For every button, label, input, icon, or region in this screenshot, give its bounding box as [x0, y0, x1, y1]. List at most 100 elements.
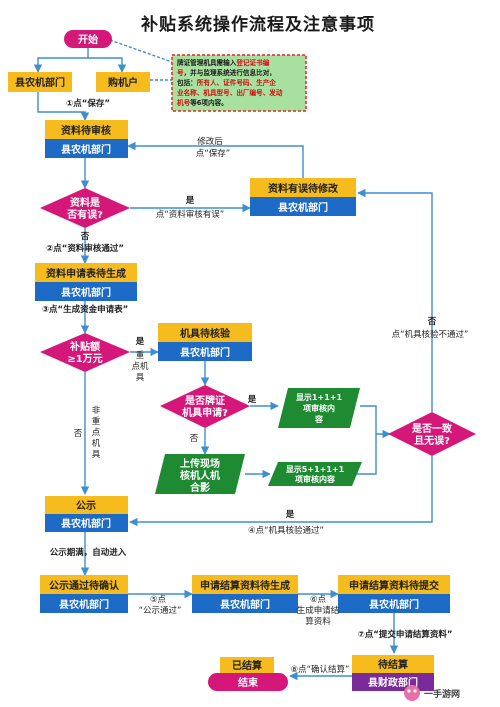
upload-photo-box: 上传现场 核机人机 合影	[155, 454, 245, 494]
step7-label: ⑦点“提交申请结算资料”	[358, 629, 453, 640]
non-key-3: 点	[92, 428, 101, 438]
upload-line1: 上传现场	[180, 457, 220, 470]
pending-review-title: 资料待审核	[61, 124, 111, 137]
non-key-4: 机	[92, 438, 101, 449]
note-line1: 牌证管理机具需输入	[177, 58, 237, 67]
check-fail-label: 点“机具核验不通过”	[392, 329, 469, 340]
watermark: 一手游网	[404, 685, 460, 701]
apply-form-title: 资料申请表待生成	[46, 267, 126, 280]
confirm-box: 公示通过待确认 县农机部门	[40, 575, 128, 613]
non-key-2: 重	[92, 416, 101, 427]
confirm-dept: 县农机部门	[59, 598, 109, 611]
settle-generate-box: 申请结算资料待生成 县农机部门	[192, 575, 298, 613]
note-line5: 等6项内容。	[189, 98, 228, 107]
plate-no-label: 否	[190, 434, 199, 444]
step5-b: “公示通过”	[139, 605, 182, 616]
note-box: 牌证管理机具需输入登记证书编 号，并与监理系统进行信息比对， 包括：所有人、证件…	[171, 54, 307, 112]
pending-review-box: 资料待审核 县农机部门	[45, 120, 128, 158]
review-error-label: 点“资料审核有误”	[156, 209, 224, 220]
svg-text:包括：所有人、证件号码、生产企: 包括：所有人、证件号码、生产企	[176, 78, 276, 87]
settle-submit-title: 申请结算资料待提交	[349, 579, 439, 592]
step2-label: ②点“资料审核通过”	[46, 243, 124, 254]
key-machine-2: 点机	[131, 361, 149, 372]
consistent-q-line1: 是否一致	[411, 422, 453, 435]
step6-c: 算资料	[305, 616, 331, 627]
note-line1-red: 登记证书编	[235, 58, 269, 67]
error-modify-box: 资料有误待修改 县农机部门	[250, 178, 356, 216]
error-yes-label: 是	[185, 195, 195, 206]
note-line3: 包括：	[176, 78, 197, 87]
amount-no-label: 否	[74, 429, 83, 439]
watermark-text: 一手游网	[424, 688, 460, 700]
step8-label: ⑧点“确认结算”	[291, 664, 350, 675]
start-node: 开始	[64, 30, 112, 48]
machine-check-box: 机具待核验 县农机部门	[158, 323, 252, 361]
plate-q-line2: 机具申请?	[182, 406, 228, 419]
apply-form-dept: 县农机部门	[61, 286, 111, 299]
publicity-auto-label: 公示期满，自动进入	[50, 547, 127, 558]
note-line2-red: 号	[177, 68, 184, 77]
settle-submit-box: 申请结算资料待提交 县农机部门	[338, 575, 450, 613]
settle-gen-dept: 县农机部门	[220, 598, 270, 611]
note-line5-red: 机号	[177, 98, 191, 107]
show-5-1-1-1-box: 显示5+1+1+1 项审核内容	[268, 462, 362, 486]
error-decision: 资料是 否有误?	[40, 188, 130, 228]
finance-dept-label: 县财政部门	[368, 676, 418, 689]
end-label: 结束	[238, 676, 259, 689]
plate-q-line1: 是否牌证	[184, 394, 225, 407]
svg-text:牌证管理机具需输入登记证书编: 牌证管理机具需输入登记证书编	[177, 58, 270, 67]
settle-submit-dept: 县农机部门	[369, 598, 419, 611]
county-dept-label: 县农机部门	[15, 76, 65, 89]
show-line2: 项审核内	[303, 403, 335, 413]
buyer-label: 购机户	[108, 76, 138, 89]
key-machine-1: 重	[136, 350, 145, 361]
start-label: 开始	[78, 33, 98, 46]
pending-review-dept: 县农机部门	[61, 143, 111, 156]
modify-label-a: 修改后	[197, 136, 223, 147]
show-line3: 容	[314, 414, 323, 424]
amount-q-line2: ≥1万元	[67, 353, 102, 365]
step4-label: ④点“机具核验通过”	[248, 525, 324, 536]
connectors	[33, 39, 433, 681]
consistent-decision: 是否一致 且无误?	[388, 412, 476, 456]
apply-form-box: 资料申请表待生成 县农机部门	[35, 263, 137, 301]
publicity-box: 公示 县农机部门	[45, 496, 128, 532]
note-line4-red: 业名称、机具型号、出厂编号、发动	[177, 88, 283, 97]
non-key-1: 非	[92, 405, 101, 416]
publicity-title: 公示	[76, 500, 96, 512]
amount-yes-label: 是	[135, 336, 145, 347]
machine-check-dept: 县农机部门	[180, 346, 230, 359]
svg-text:业名称、机具型号、出厂编号、发动: 业名称、机具型号、出厂编号、发动	[177, 88, 283, 97]
non-key-5: 具	[92, 450, 101, 460]
page-title: 补贴系统操作流程及注意事项	[140, 14, 375, 35]
show5-line1: 显示5+1+1+1	[286, 465, 345, 474]
amount-q-line1: 补贴额	[69, 340, 100, 353]
show-1-1-1-box: 显示1+1+1 项审核内 容	[278, 388, 360, 428]
county-dept-box: 县农机部门	[8, 72, 72, 92]
publicity-dept: 县农机部门	[61, 517, 111, 530]
note-line2: ，并与监理系统进行信息比对，	[184, 68, 276, 77]
modify-label-b: 点“保存”	[196, 148, 230, 159]
key-machine-3: 具	[136, 373, 145, 383]
svg-text:机号等6项内容。: 机号等6项内容。	[177, 98, 228, 107]
settled-end-node: 已结算 结束	[208, 657, 288, 691]
error-q-line1: 资料是	[70, 196, 100, 209]
step6-b: 生成申请结	[297, 605, 340, 616]
consistent-yes-label: 是	[285, 509, 295, 520]
step5-a: ⑤点	[150, 595, 167, 605]
note-line3-red: 所有人、证件号码、生产企	[197, 78, 277, 87]
error-modify-title: 资料有误待修改	[268, 182, 339, 195]
step6-a: ⑥点	[310, 595, 327, 605]
upload-line2: 核机人机	[180, 469, 220, 482]
svg-text:号，并与监理系统进行信息比对，: 号，并与监理系统进行信息比对，	[177, 68, 276, 77]
error-no-label: 否	[80, 232, 90, 242]
step1-label: ①点“保存”	[66, 98, 110, 109]
error-q-line2: 否有误?	[66, 208, 103, 221]
settled-label: 已结算	[232, 659, 262, 672]
upload-line3: 合影	[189, 481, 210, 494]
error-modify-dept: 县农机部门	[278, 201, 328, 214]
show-line1: 显示1+1+1	[296, 393, 343, 402]
edge-labels: ①点“保存” 修改后 点“保存” 是 点“资料审核有误” 否 ②点“资料审核通过…	[42, 98, 469, 675]
machine-check-title: 机具待核验	[180, 327, 231, 340]
